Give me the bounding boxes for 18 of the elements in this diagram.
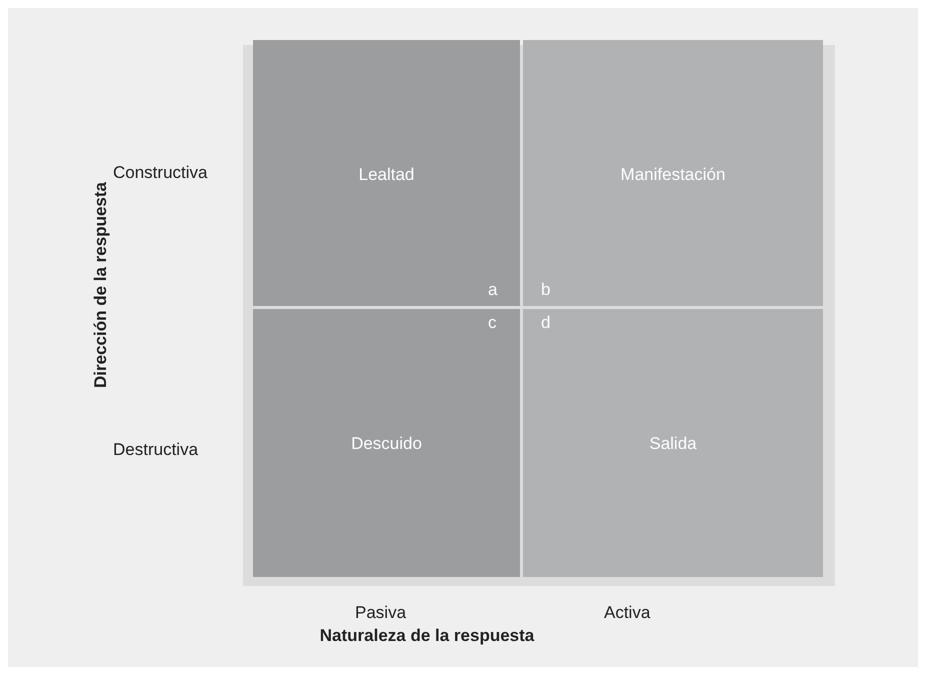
quadrant-label: Descuido [350, 434, 423, 454]
quadrant-label: Manifestación [620, 165, 726, 185]
quadrant-box [253, 309, 520, 577]
quadrant-label: Lealtad [358, 165, 416, 185]
axis-value-label: Pasiva [355, 603, 406, 623]
axis-value-label: Destructiva [113, 440, 198, 460]
quadrant-letter: d [541, 313, 550, 333]
quadrant-box [253, 40, 520, 306]
axis-title: Dirección de la respuesta [91, 182, 111, 388]
quadrant-label: Salida [648, 434, 698, 454]
quadrant-box [523, 40, 823, 306]
axis-title: Naturaleza de la respuesta [320, 626, 534, 646]
axis-value-label: Constructiva [113, 163, 208, 183]
axis-value-label: Activa [604, 603, 650, 623]
quadrant-letter: a [488, 280, 498, 300]
quadrant-box [523, 309, 823, 577]
quadrant-letter: b [541, 280, 550, 300]
quadrant-letter: c [488, 313, 496, 333]
